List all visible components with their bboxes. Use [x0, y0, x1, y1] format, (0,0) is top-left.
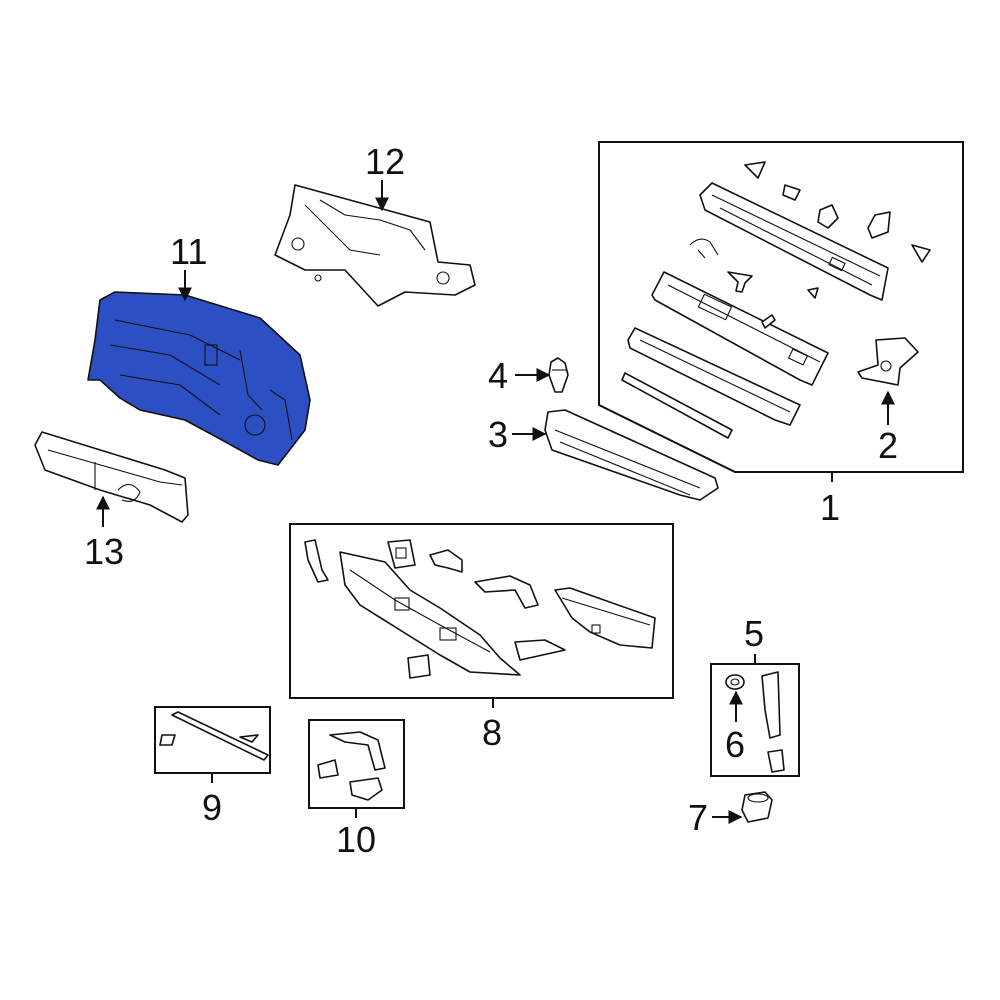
callout-5: 5 [744, 613, 764, 654]
callout-3: 3 [488, 414, 508, 455]
group-box-9 [154, 706, 271, 783]
clip[interactable] [548, 357, 569, 393]
dash-insulator-upper[interactable] [274, 184, 476, 307]
group-box-8 [289, 523, 674, 708]
callout-7: 7 [688, 797, 708, 838]
group-box-5 [710, 654, 800, 777]
callout-6: 6 [725, 724, 745, 765]
dash-panel-insulator[interactable] [87, 291, 311, 466]
pillar-reinforcement[interactable] [761, 671, 785, 773]
cowl-upper-panel[interactable] [651, 271, 829, 386]
dash-panel[interactable] [339, 551, 521, 676]
small-brackets-group-1[interactable] [689, 161, 931, 329]
callout-10: 10 [336, 819, 376, 860]
callout-12: 12 [365, 141, 405, 182]
group-box-1 [598, 141, 964, 482]
cowl-panel[interactable] [544, 409, 719, 501]
cowl-reinforcement-strip[interactable] [621, 372, 733, 439]
dash-side-panel[interactable] [554, 587, 656, 649]
callout-8: 8 [482, 712, 502, 753]
callout-13: 13 [84, 531, 124, 572]
dash-panel-brackets[interactable] [304, 539, 566, 679]
grommet[interactable] [725, 674, 745, 690]
callout-2: 2 [878, 425, 898, 466]
callout-11: 11 [170, 231, 207, 272]
group-box-10 [308, 719, 405, 818]
brace-brackets[interactable] [317, 731, 386, 801]
dash-lower-reinforcement[interactable] [34, 431, 189, 523]
callout-1: 1 [820, 487, 840, 528]
cowl-top-panel[interactable] [699, 182, 889, 301]
leader-lines [96, 180, 895, 824]
side-bracket[interactable] [857, 337, 919, 386]
callout-4: 4 [488, 355, 508, 396]
cowl-lower-panel[interactable] [627, 327, 801, 426]
floor-reinforcement[interactable] [159, 711, 269, 761]
plug[interactable] [741, 791, 773, 823]
callout-9: 9 [202, 787, 222, 828]
